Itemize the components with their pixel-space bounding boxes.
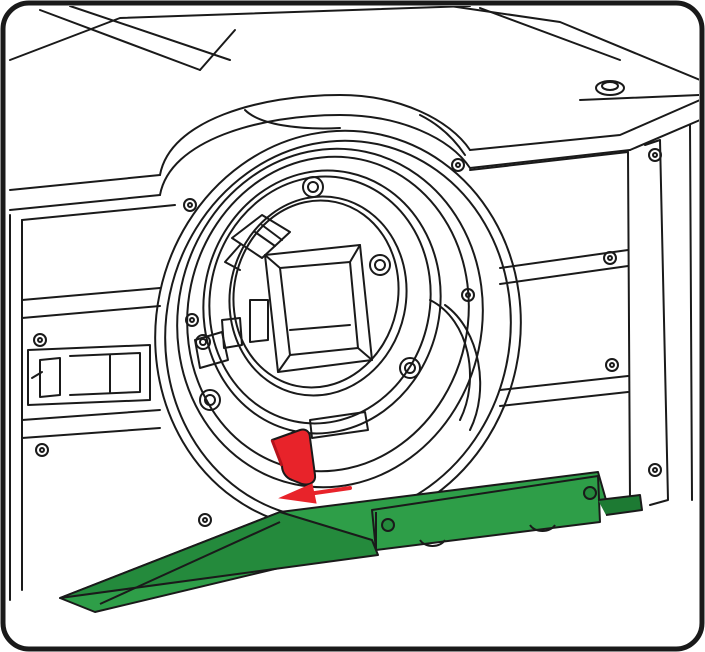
electrical-contacts	[194, 214, 291, 369]
projector-top-housing	[9, 6, 699, 211]
projector-front-panel	[9, 124, 693, 601]
screw-icon	[648, 463, 662, 477]
screw-icon	[603, 251, 617, 265]
arrow-left-icon	[278, 483, 352, 504]
screw-icon	[198, 513, 212, 527]
lever-slot	[309, 411, 369, 439]
panel-screws	[33, 148, 662, 527]
support-bracket	[59, 471, 643, 613]
screw-icon	[302, 176, 324, 198]
screw-icon	[185, 313, 199, 327]
mount-screws	[195, 176, 475, 411]
screw-icon	[461, 288, 475, 302]
bracket-pin	[583, 486, 597, 500]
screw-icon	[33, 333, 47, 347]
screw-icon	[399, 357, 421, 379]
screw-icon	[35, 443, 49, 457]
bracket-pin	[381, 518, 395, 532]
lens-aperture	[249, 244, 373, 373]
screw-icon	[183, 198, 197, 212]
lens-mount-rings	[154, 129, 522, 531]
screw-icon	[605, 358, 619, 372]
screw-icon	[648, 148, 662, 162]
left-slot	[27, 344, 151, 406]
screw-icon	[199, 389, 221, 411]
lever-icon	[270, 428, 317, 486]
screw-icon	[451, 158, 465, 172]
screw-icon	[369, 254, 391, 276]
